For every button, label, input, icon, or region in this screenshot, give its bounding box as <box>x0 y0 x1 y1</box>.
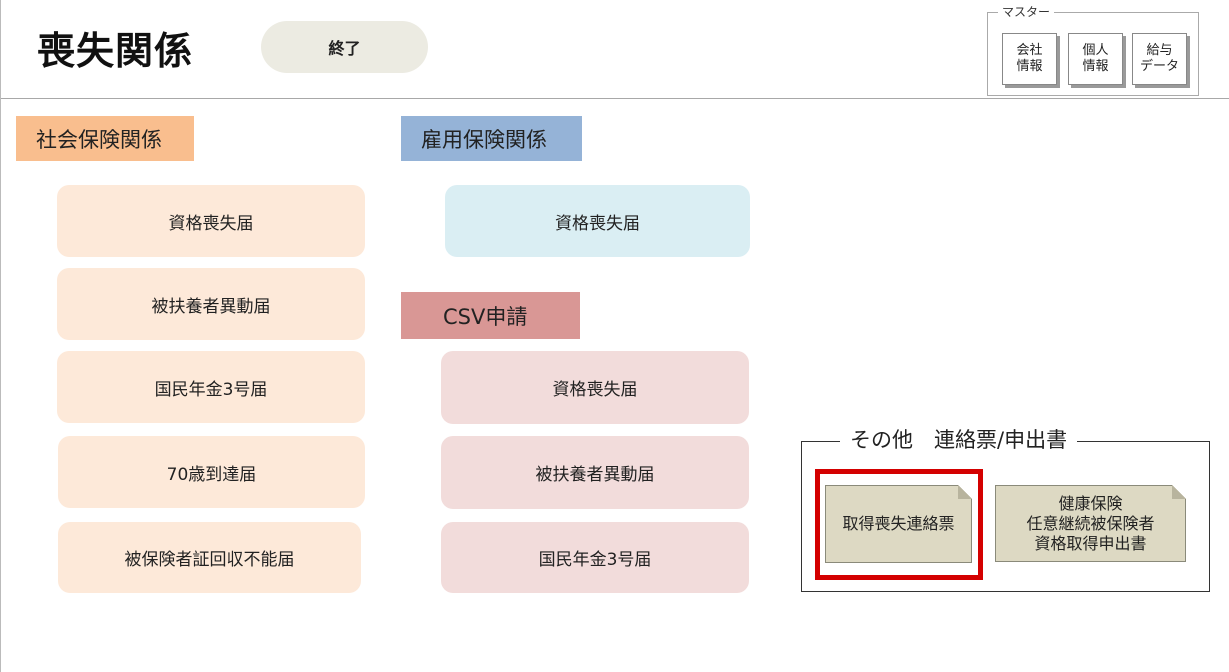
social-loss-notice-button[interactable]: 資格喪失届 <box>57 185 365 257</box>
other-legend: その他 連絡票/申出書 <box>840 425 1078 455</box>
other-group: その他 連絡票/申出書 <box>801 425 1210 592</box>
folded-corner-icon <box>958 485 972 499</box>
social-national-pension-button[interactable]: 国民年金3号届 <box>57 351 365 423</box>
header-divider <box>1 98 1229 99</box>
social-age70-button[interactable]: 70歳到達届 <box>58 436 365 508</box>
acquisition-loss-notice-label: 取得喪失連絡票 <box>842 514 955 533</box>
social-dependent-change-button[interactable]: 被扶養者異動届 <box>57 268 365 340</box>
selection-highlight <box>815 469 983 580</box>
csv-loss-notice-button[interactable]: 資格喪失届 <box>441 351 749 424</box>
page-title: 喪失関係 <box>37 29 194 73</box>
social-card-unrecoverable-button[interactable]: 被保険者証回収不能届 <box>58 522 361 593</box>
csv-dependent-change-button[interactable]: 被扶養者異動届 <box>441 436 749 509</box>
company-info-button[interactable]: 会社 情報 <box>1002 33 1057 85</box>
csv-header: CSV申請 <box>401 292 580 339</box>
end-button[interactable]: 終了 <box>261 21 428 73</box>
personal-info-button[interactable]: 個人 情報 <box>1068 33 1123 85</box>
employment-insurance-header: 雇用保険関係 <box>401 116 582 161</box>
employment-loss-notice-button[interactable]: 資格喪失届 <box>445 185 750 257</box>
voluntary-continuation-application-button[interactable]: 健康保険 任意継続被保険者 資格取得申出書 <box>995 485 1186 562</box>
voluntary-continuation-label: 健康保険 任意継続被保険者 資格取得申出書 <box>1026 493 1155 553</box>
master-group: マスター 会社 情報 個人 情報 給与 データ <box>987 5 1199 96</box>
acquisition-loss-notice-button[interactable]: 取得喪失連絡票 <box>825 485 972 563</box>
master-legend: マスター <box>998 5 1055 19</box>
csv-national-pension-button[interactable]: 国民年金3号届 <box>441 522 749 593</box>
social-insurance-header: 社会保険関係 <box>16 116 194 161</box>
folded-corner-icon <box>1172 485 1186 499</box>
salary-data-button[interactable]: 給与 データ <box>1132 33 1187 85</box>
